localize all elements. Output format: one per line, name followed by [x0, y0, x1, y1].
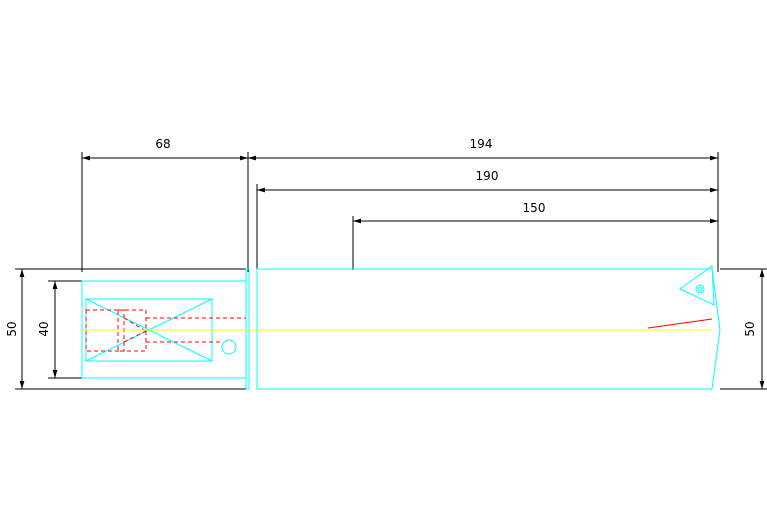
flange: [245, 268, 250, 390]
insert: [679, 265, 715, 306]
coolant-line: [647, 318, 713, 329]
shank-hole: [221, 339, 237, 355]
body: [256, 268, 721, 390]
dim-40-label: 40: [37, 321, 51, 336]
dim-68-label: 68: [155, 137, 170, 151]
dim-194-label: 194: [470, 137, 493, 151]
tool-outline: [81, 265, 721, 390]
dimension-lines: [15, 152, 767, 390]
dim-50-left-label: 50: [5, 321, 19, 336]
dim-190-label: 190: [476, 169, 499, 183]
dim-150-label: 150: [523, 201, 546, 215]
dim-50-right-label: 50: [743, 321, 757, 336]
